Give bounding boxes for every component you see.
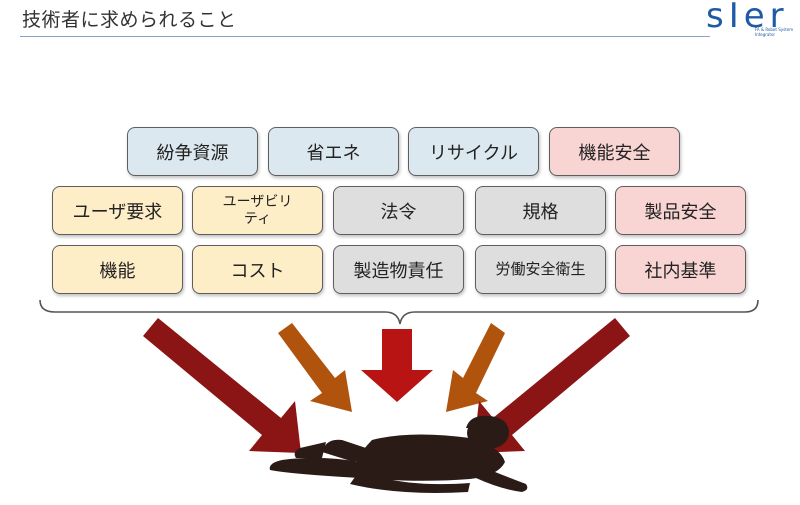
requirement-box-product-liability: 製造物責任 xyxy=(333,245,464,294)
requirement-box-recycling: リサイクル xyxy=(408,127,539,176)
arrow-mid-right xyxy=(446,323,505,412)
requirement-box-functional-safety: 機能安全 xyxy=(549,127,680,176)
requirement-box-usability: ユーザビリ ティ xyxy=(192,186,323,235)
requirement-box-energy-saving: 省エネ xyxy=(268,127,399,176)
usability-line-1: ユーザビリ xyxy=(222,193,293,210)
requirement-box-user-requirements: ユーザ要求 xyxy=(52,186,183,235)
arrow-center xyxy=(361,329,433,402)
title-divider xyxy=(20,36,710,37)
requirement-box-internal-standards: 社内基準 xyxy=(615,245,746,294)
requirement-box-standards: 規格 xyxy=(475,186,606,235)
usability-line-2: ティ xyxy=(243,210,272,227)
requirement-box-function: 機能 xyxy=(52,245,183,294)
page-title: 技術者に求められること xyxy=(22,9,237,31)
arrow-far-right xyxy=(473,318,630,453)
logo-subtitle: FA & Robot System Integrator xyxy=(755,27,794,37)
grouping-brace xyxy=(39,299,759,325)
logo-text: sIer xyxy=(706,0,789,36)
requirement-box-conflict-minerals: 紛争資源 xyxy=(127,127,258,176)
requirement-box-product-safety: 製品安全 xyxy=(615,186,746,235)
company-logo: sIer FA & Robot System Integrator xyxy=(706,0,796,42)
arrow-far-left xyxy=(143,318,301,453)
requirement-box-laws: 法令 xyxy=(333,186,464,235)
requirement-box-occupational-safety: 労働安全衛生 xyxy=(475,245,606,294)
arrow-mid-left xyxy=(278,323,352,412)
requirement-box-cost: コスト xyxy=(192,245,323,294)
fallen-person-silhouette xyxy=(269,415,528,493)
